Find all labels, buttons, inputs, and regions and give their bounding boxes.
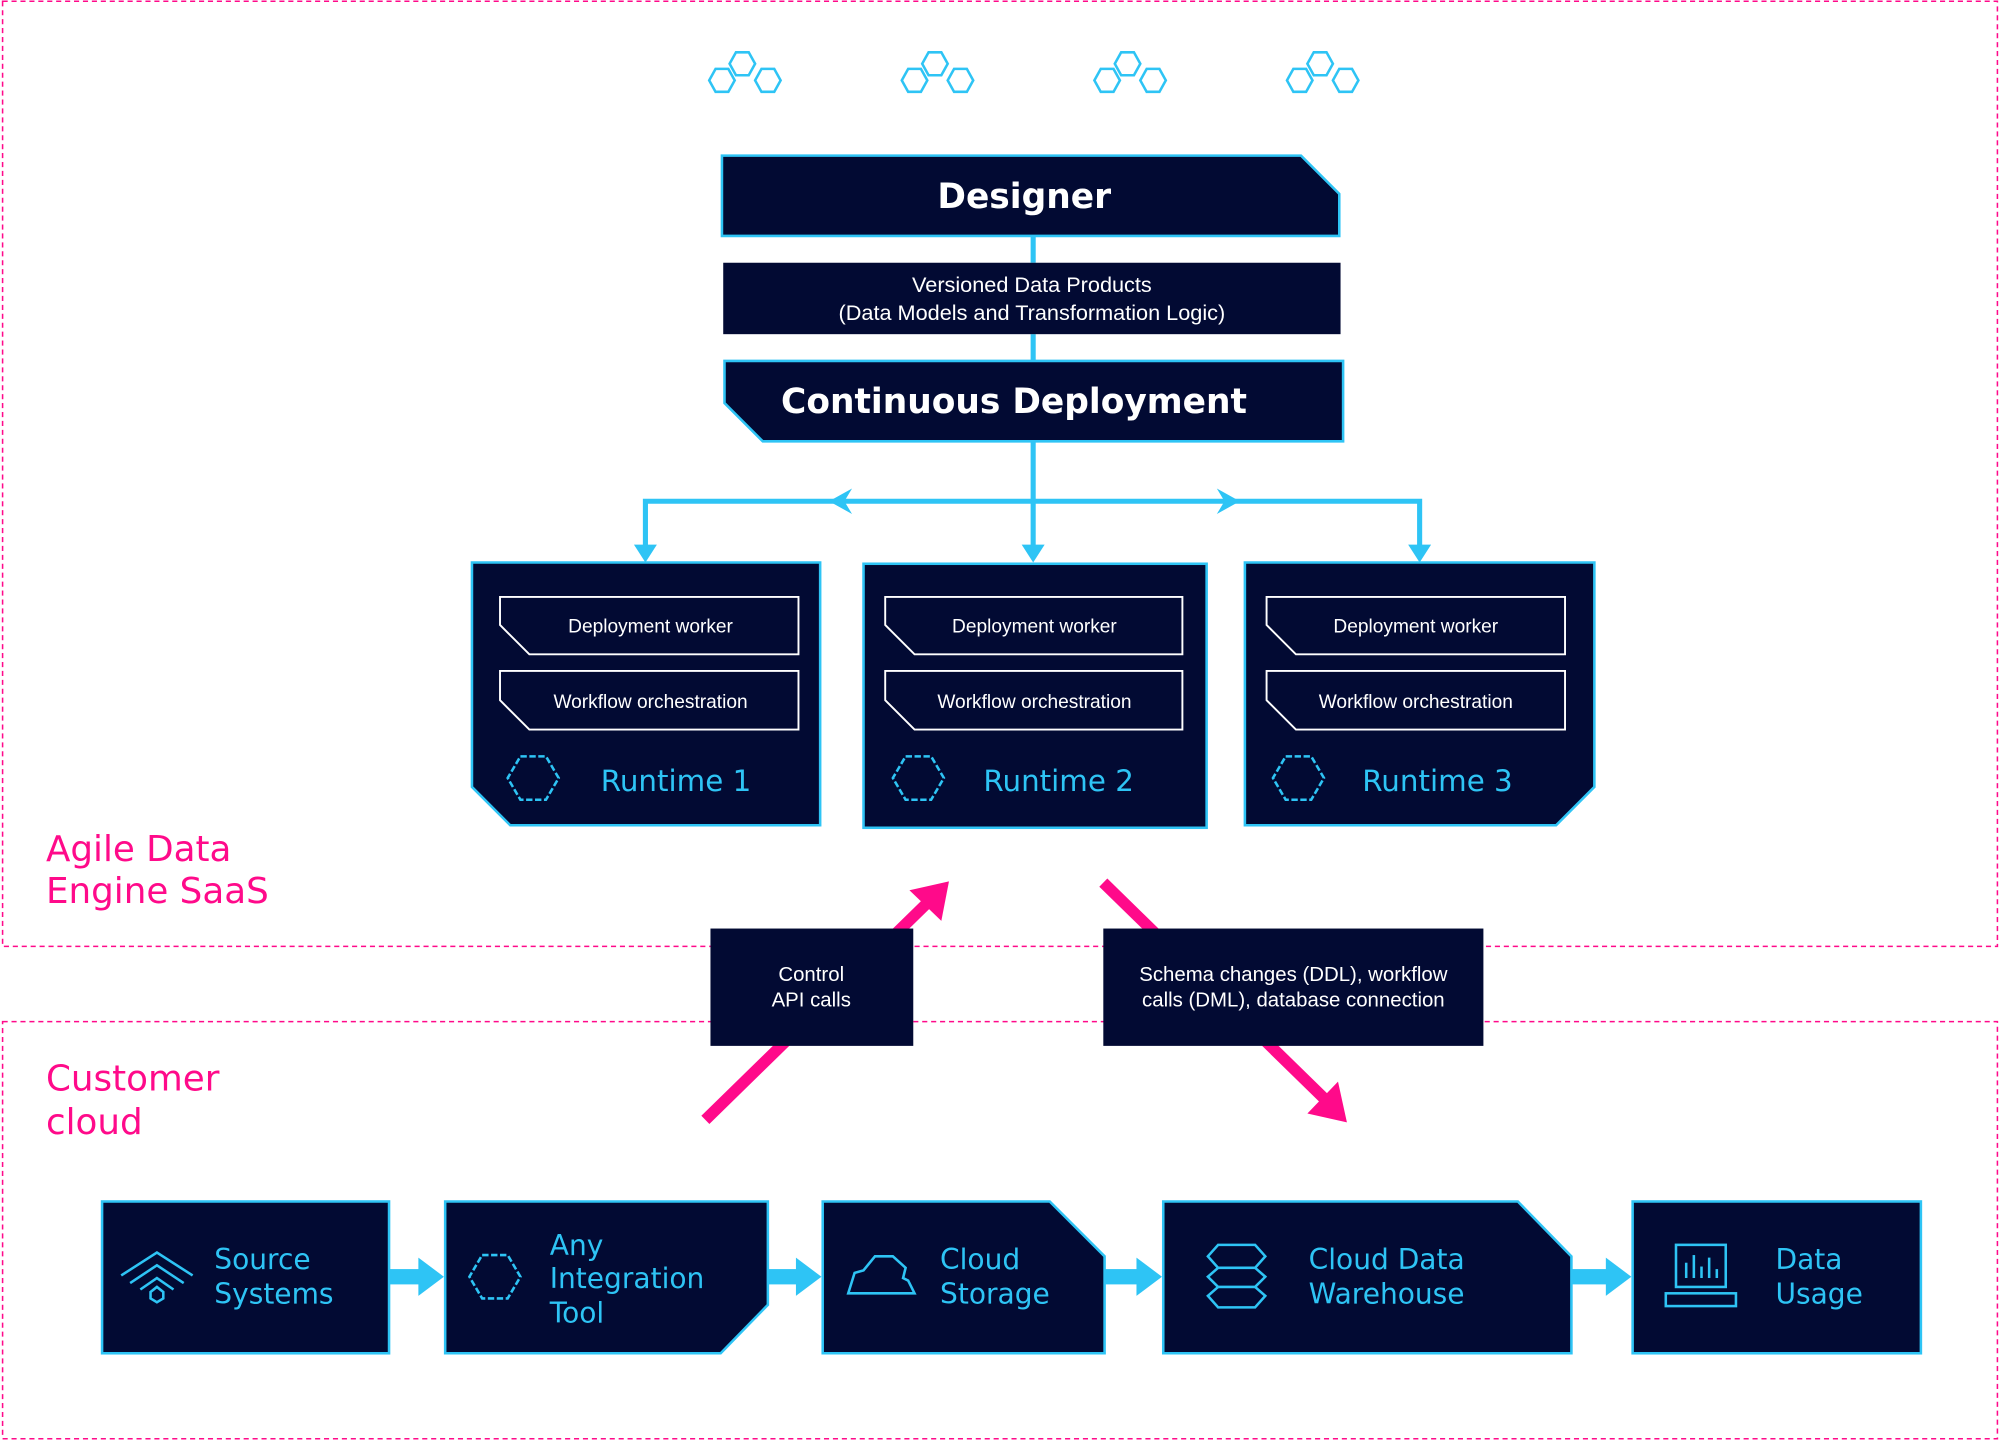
deployment-worker: Deployment worker <box>1333 617 1498 638</box>
hexagon-cluster-icon <box>900 51 975 94</box>
stack-icon <box>1206 1243 1268 1309</box>
source-systems-box[interactable]: Source Systems <box>100 1200 391 1355</box>
pipeline-label: Cloud <box>940 1243 1020 1276</box>
versioned-products-box: Versioned Data Products (Data Models and… <box>723 262 1341 335</box>
pipeline-label: Tool <box>549 1297 604 1330</box>
deployment-worker: Deployment worker <box>952 617 1117 638</box>
schema-changes-box: Schema changes (DDL), workflow calls (DM… <box>1103 928 1484 1046</box>
deployment-label: Continuous Deployment <box>781 382 1247 422</box>
designer-box[interactable]: Designer <box>720 154 1341 238</box>
hexagon-cluster-icon <box>707 51 782 94</box>
designer-label: Designer <box>937 177 1111 217</box>
runtime-2[interactable]: Deployment worker Workflow orchestration… <box>862 562 1208 830</box>
cloud-icon <box>846 1255 917 1295</box>
monitor-chart-icon <box>1664 1243 1738 1308</box>
customer-zone-label: Customer <box>46 1059 220 1100</box>
data-usage-box[interactable]: Data Usage <box>1631 1200 1923 1355</box>
integration-tool-box[interactable]: Any Integration Tool <box>443 1200 770 1355</box>
pipeline-arrows <box>389 1257 1632 1296</box>
runtime-label: Runtime 3 <box>1362 764 1512 798</box>
runtime-label: Runtime 1 <box>601 764 751 798</box>
control-line2: API calls <box>772 989 851 1011</box>
versioned-line2: (Data Models and Transformation Logic) <box>839 300 1226 325</box>
runtime-3[interactable]: Deployment worker Workflow orchestration… <box>1243 561 1596 827</box>
customer-zone-label: cloud <box>46 1102 143 1143</box>
hexagon-cluster-icon <box>1285 51 1360 94</box>
pipeline-label: Data <box>1775 1243 1842 1276</box>
workflow-orchestration: Workflow orchestration <box>553 692 747 713</box>
saas-zone-label: Agile Data <box>46 829 232 870</box>
pipeline-label: Warehouse <box>1309 1278 1465 1311</box>
pipeline-label: Cloud Data <box>1309 1243 1465 1276</box>
wifi-layers-icon <box>120 1250 194 1304</box>
pipeline-label: Source <box>214 1243 310 1276</box>
control-api-box: Control API calls <box>710 928 914 1046</box>
workflow-orchestration: Workflow orchestration <box>937 692 1131 713</box>
cloud-data-warehouse-box[interactable]: Cloud Data Warehouse <box>1161 1200 1573 1355</box>
workflow-orchestration: Workflow orchestration <box>1319 692 1513 713</box>
arrowheads <box>633 488 1432 563</box>
saas-zone <box>1 0 1999 948</box>
pipeline-label: Systems <box>214 1278 333 1311</box>
pipeline-label: Storage <box>940 1278 1050 1311</box>
runtime-1[interactable]: Deployment worker Workflow orchestration… <box>470 561 822 827</box>
runtime-label: Runtime 2 <box>983 764 1133 798</box>
pipeline-label: Any <box>550 1229 604 1262</box>
deployment-worker: Deployment worker <box>568 617 733 638</box>
control-line1: Control <box>778 964 844 986</box>
pipeline-label: Usage <box>1775 1278 1862 1311</box>
schema-line1: Schema changes (DDL), workflow <box>1139 964 1448 986</box>
cloud-storage-box[interactable]: Cloud Storage <box>821 1200 1106 1355</box>
schema-line2: calls (DML), database connection <box>1142 989 1445 1011</box>
pipeline-label: Integration <box>550 1262 705 1295</box>
hexagon-cluster-icon <box>1093 51 1168 94</box>
continuous-deployment-box[interactable]: Continuous Deployment <box>723 359 1345 443</box>
versioned-line1: Versioned Data Products <box>912 272 1152 297</box>
deploy-connectors <box>642 235 1423 552</box>
saas-zone-label: Engine SaaS <box>46 871 269 912</box>
